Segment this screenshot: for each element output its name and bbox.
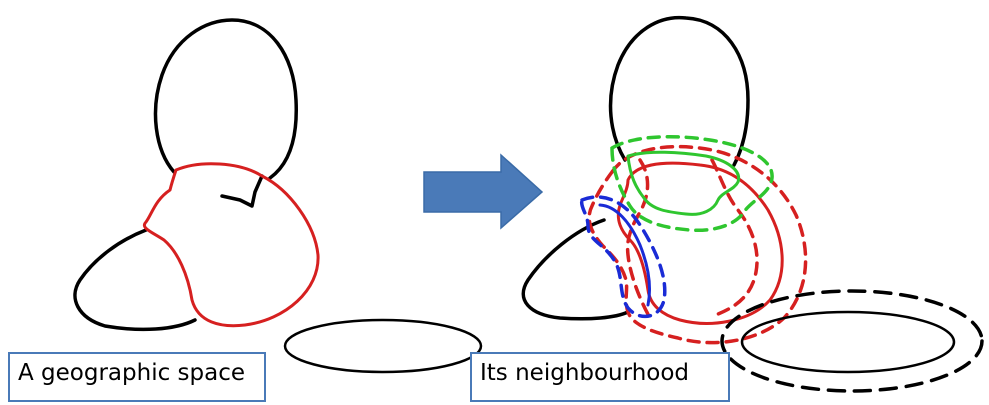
left-top-oval	[153, 18, 298, 180]
right-red-inner-dash-2	[710, 158, 759, 316]
label-geographic-space: A geographic space	[8, 352, 266, 402]
left-bottom-oval	[283, 318, 483, 374]
right-green-neighbourhood	[610, 134, 774, 233]
label-neighbourhood-text: Its neighbourhood	[480, 360, 690, 386]
left-cone	[73, 228, 197, 332]
left-red-region	[143, 162, 320, 328]
right-red-region	[616, 161, 784, 325]
label-neighbourhood: Its neighbourhood	[470, 352, 730, 402]
label-geographic-space-text: A geographic space	[18, 360, 246, 386]
right-red-neighbourhood	[587, 144, 808, 345]
right-green-region	[626, 150, 741, 216]
left-panel	[73, 18, 483, 374]
right-blue-neighbourhood	[579, 195, 667, 319]
right-bottom-oval-neighbourhood	[720, 289, 984, 393]
right-bottom-oval	[740, 310, 956, 374]
left-notch	[220, 174, 264, 208]
right-panel	[521, 15, 984, 393]
right-red-inner-dash	[625, 158, 652, 320]
right-cone	[521, 218, 630, 321]
right-top-oval	[608, 15, 750, 167]
arrow-icon	[423, 153, 544, 230]
right-blue-region	[598, 203, 652, 307]
